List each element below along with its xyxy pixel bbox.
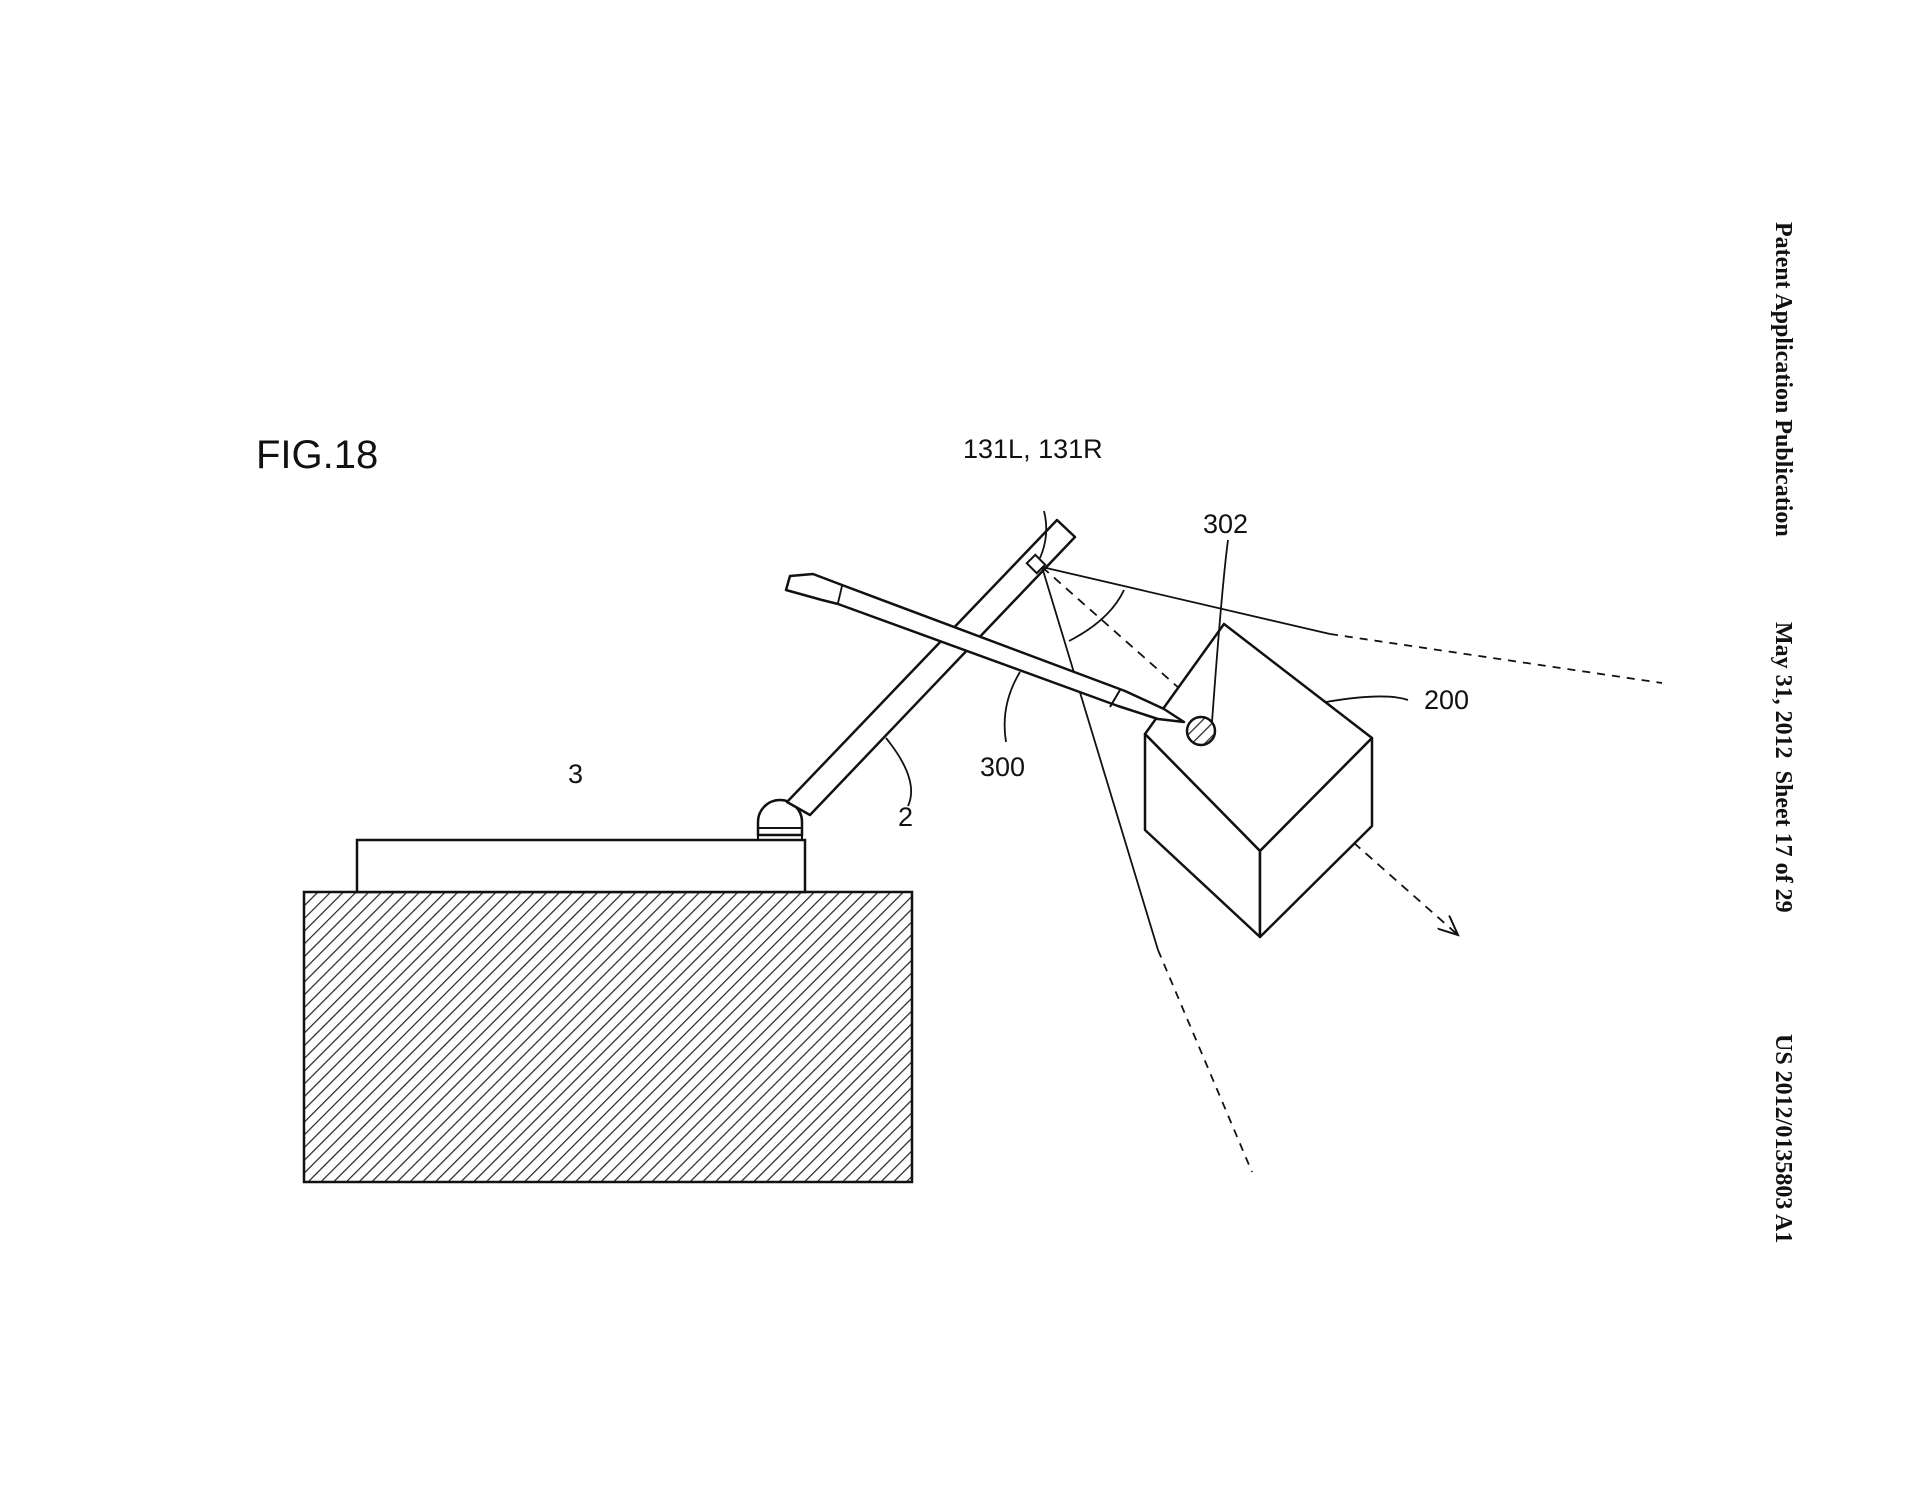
page-header: Patent Application Publication May 31, 2…: [1770, 222, 1796, 1243]
figure-title: FIG.18: [256, 433, 378, 477]
camera-131: [1025, 553, 1047, 575]
label-camera-131: 131L, 131R: [963, 434, 1103, 464]
object-200: [1143, 622, 1374, 939]
publication-header: Patent Application Publication: [1770, 222, 1796, 537]
label-body-3: 3: [568, 759, 583, 789]
label-arm-2: 2: [898, 802, 913, 832]
body-3: [355, 838, 807, 894]
pen-300: [784, 572, 1186, 724]
patent-number-header: US 2012/0135803 A1: [1770, 1034, 1796, 1243]
label-object-200: 200: [1424, 685, 1469, 715]
leader-lines: [885, 510, 1409, 807]
pen-tip-302: [1185, 715, 1217, 747]
label-pen-tip-302: 302: [1203, 509, 1248, 539]
hinge: [756, 798, 804, 840]
arm-2: [785, 518, 1077, 817]
label-pen-300: 300: [980, 752, 1025, 782]
base-block: [302, 890, 914, 1184]
field-of-view: [1041, 566, 1663, 1173]
date-sheet-header: May 31, 2012 Sheet 17 of 29: [1770, 622, 1796, 913]
